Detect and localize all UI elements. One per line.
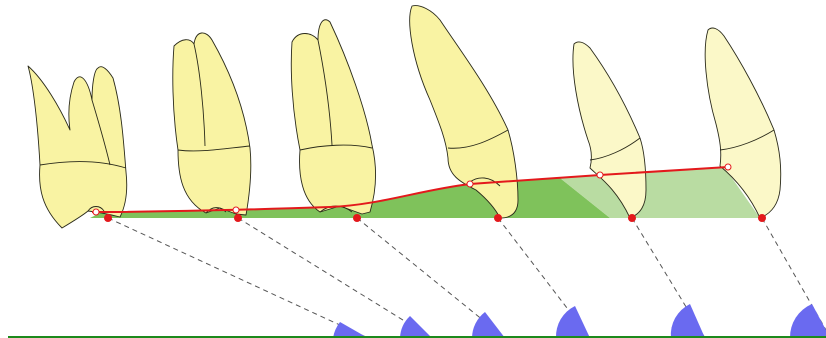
tooth-first-molar bbox=[173, 33, 251, 215]
curve-marker bbox=[467, 181, 473, 187]
protractor-wedge bbox=[790, 304, 826, 338]
protractors bbox=[333, 304, 826, 338]
molar-icon bbox=[28, 66, 127, 228]
contact-point bbox=[105, 215, 112, 222]
molar-icon bbox=[173, 33, 251, 215]
tooth-second-molar bbox=[28, 66, 127, 228]
protractor-wedge bbox=[556, 306, 590, 338]
contact-point bbox=[354, 215, 361, 222]
contact-point bbox=[235, 215, 242, 222]
curve-marker bbox=[597, 172, 603, 178]
premolar-icon bbox=[291, 20, 375, 214]
protractor-wedge bbox=[400, 316, 432, 338]
curve-marker bbox=[93, 209, 99, 215]
guide-line bbox=[108, 218, 368, 338]
contact-point bbox=[759, 215, 766, 222]
curve-marker bbox=[725, 164, 731, 170]
guide-line bbox=[238, 218, 432, 338]
tooth-second-premolar bbox=[291, 20, 375, 214]
contact-point bbox=[629, 215, 636, 222]
protractor-wedge bbox=[671, 304, 705, 338]
guide-lines bbox=[108, 218, 826, 338]
contact-point bbox=[495, 215, 502, 222]
curve-marker bbox=[233, 207, 239, 213]
